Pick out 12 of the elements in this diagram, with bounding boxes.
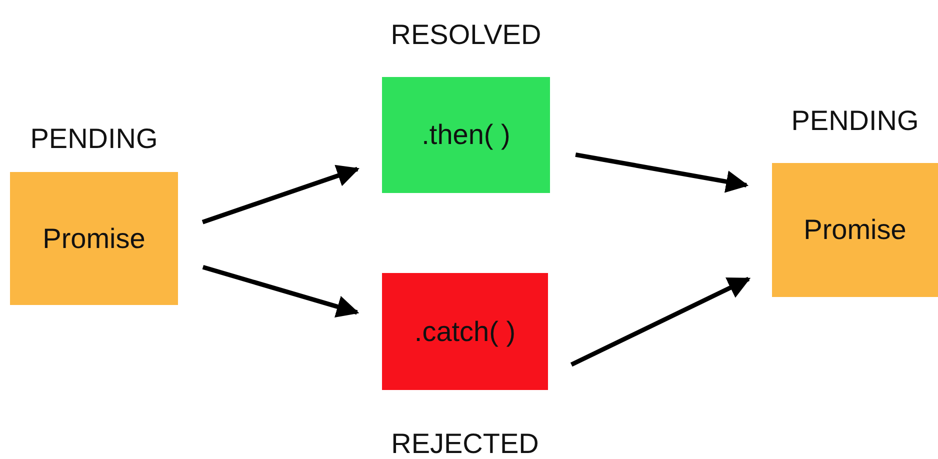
arrow — [202, 164, 360, 224]
state-heading: REJECTED — [391, 430, 539, 458]
box-label: Promise — [42, 222, 146, 254]
arrow — [202, 264, 360, 318]
arrow — [570, 276, 751, 367]
box-label: .then( ) — [422, 119, 510, 151]
arrow — [575, 152, 749, 193]
state-heading: PENDING — [791, 107, 919, 135]
box-label: .catch( ) — [414, 316, 516, 348]
state-heading: RESOLVED — [390, 21, 542, 49]
state-heading: PENDING — [30, 125, 158, 153]
box-label: Promise — [804, 214, 906, 246]
